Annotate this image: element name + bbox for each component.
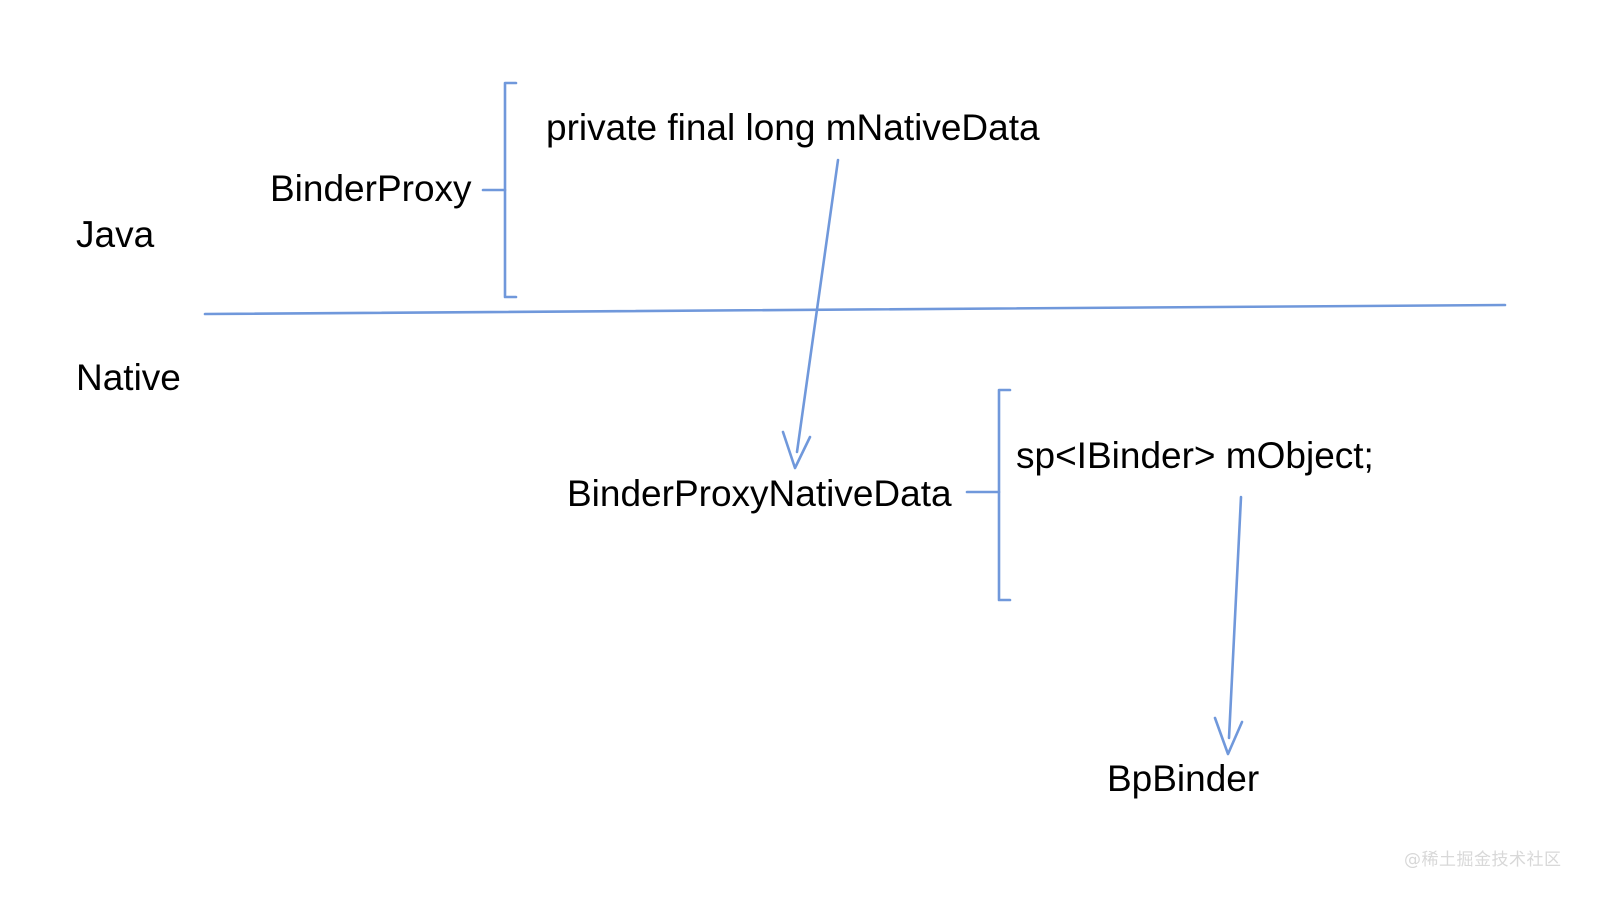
field-label-native-data: private final long mNativeData bbox=[546, 107, 1040, 148]
mnativedata-to-bpnd-arrowhead bbox=[781, 430, 812, 470]
binder-proxy-native-data-bracket bbox=[997, 388, 1012, 602]
field-label-mobject: sp<IBinder> mObject; bbox=[1016, 435, 1374, 476]
layer-label-java: Java bbox=[76, 214, 155, 255]
mobject-to-bpbinder-arrowhead bbox=[1213, 716, 1244, 756]
mnativedata-to-bpnd-arrow-shaft bbox=[795, 158, 840, 454]
mobject-to-bpbinder-arrow-shaft bbox=[1227, 495, 1243, 740]
layer-label-native: Native bbox=[76, 357, 181, 398]
node-label-bp-binder: BpBinder bbox=[1107, 758, 1260, 799]
node-label-binder-proxy-native-data: BinderProxyNativeData bbox=[567, 473, 952, 514]
binder-proxy-bracket bbox=[503, 81, 518, 299]
node-label-binder-proxy: BinderProxy bbox=[270, 168, 472, 209]
watermark-text: @稀土掘金技术社区 bbox=[1404, 850, 1562, 870]
java-native-divider-line bbox=[203, 303, 1507, 316]
